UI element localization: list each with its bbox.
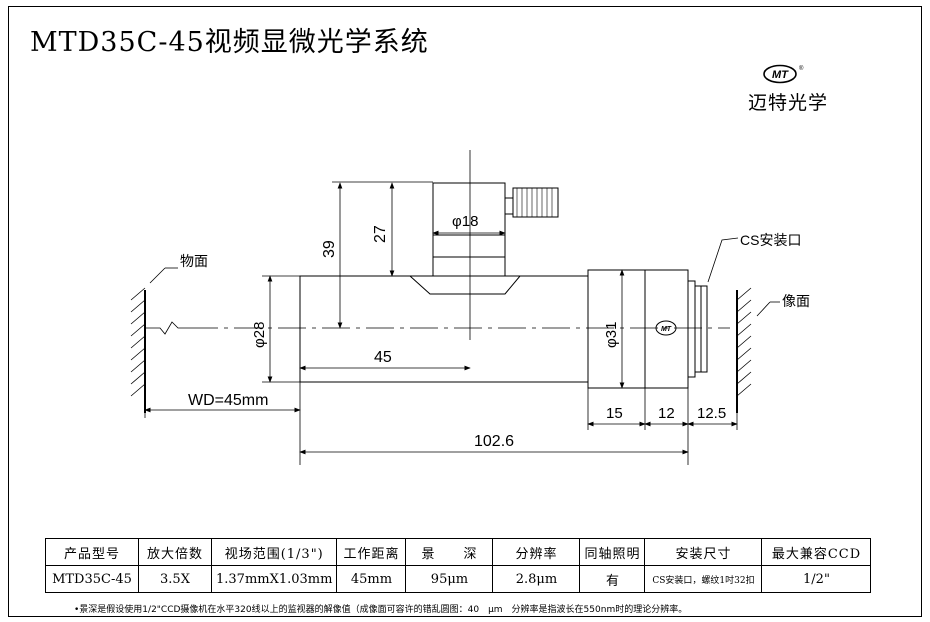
image-plane-label: 像面	[782, 293, 810, 309]
diameter-31-label: φ31	[603, 322, 620, 348]
lens-logo-text: MT	[661, 326, 672, 333]
header-max-ccd: 最大兼容CCD	[761, 538, 872, 566]
diameter-28-label: φ28	[251, 322, 268, 348]
cell-working-distance: 45mm	[336, 565, 407, 593]
cell-max-ccd: 1/2"	[761, 565, 872, 593]
brand-name: 迈特光学	[748, 92, 829, 114]
object-plane-label: 物面	[180, 253, 208, 269]
header-depth-of-field: 景 深	[405, 538, 494, 566]
spec-table-header-row: 产品型号 放大倍数 视场范围(1/3") 工作距离 景 深 分辨率 同轴照明 安…	[45, 538, 872, 566]
cs-mount-label: CS安装口	[740, 232, 801, 248]
header-field-of-view: 视场范围(1/3")	[210, 538, 338, 566]
cell-depth-of-field: 95μm	[405, 565, 494, 593]
length-12-label: 12	[658, 405, 675, 422]
cell-magnification: 3.5X	[138, 565, 212, 593]
spec-table: 产品型号 放大倍数 视场范围(1/3") 工作距离 景 深 分辨率 同轴照明 安…	[45, 538, 872, 593]
footnote: •景深是假设使用1/2"CCD摄像机在水平320线以上的监视器的解像值（成像面可…	[74, 605, 688, 615]
header-resolution: 分辨率	[492, 538, 581, 566]
length-15-label: 15	[606, 405, 623, 422]
length-45-label: 45	[374, 349, 392, 366]
diameter-18-label: φ18	[452, 213, 478, 230]
header-model: 产品型号	[45, 538, 139, 566]
registered-mark: ®	[799, 65, 804, 72]
cell-coaxial-illumination: 有	[579, 565, 646, 593]
brand-logo-text: MT	[772, 69, 789, 81]
cell-resolution: 2.8μm	[492, 565, 581, 593]
working-distance-label: WD=45mm	[188, 392, 268, 409]
header-working-distance: 工作距离	[336, 538, 407, 566]
cell-mount: CS安装口，螺纹1吋32扣	[644, 565, 763, 593]
cell-field-of-view: 1.37mmX1.03mm	[210, 565, 338, 593]
cell-model: MTD35C-45	[45, 565, 139, 593]
height-27-label: 27	[372, 225, 389, 243]
header-mount: 安装尺寸	[644, 538, 763, 566]
length-102-6-label: 102.6	[474, 433, 514, 450]
header-coaxial-illumination: 同轴照明	[579, 538, 646, 566]
drawing-title: MTD35C-45视频显微光学系统	[30, 27, 429, 58]
spec-table-row: MTD35C-45 3.5X 1.37mmX1.03mm 45mm 95μm 2…	[45, 565, 872, 593]
height-39-label: 39	[321, 240, 338, 258]
brand-logo: MT ®	[763, 64, 804, 84]
header-magnification: 放大倍数	[138, 538, 212, 566]
length-12-5-label: 12.5	[697, 405, 726, 422]
drawing-frame	[8, 6, 922, 617]
